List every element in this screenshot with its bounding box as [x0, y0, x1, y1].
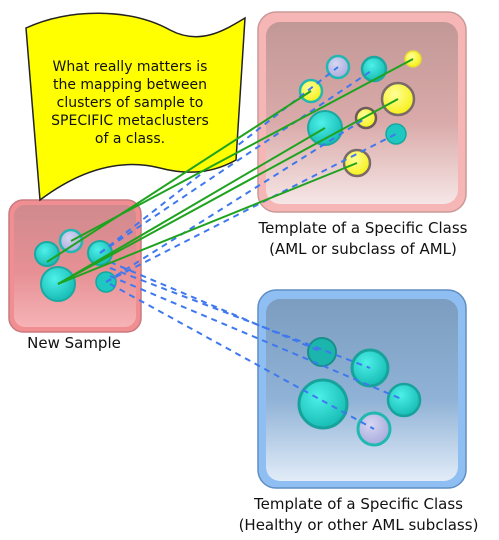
template-other-clusters	[297, 337, 422, 447]
note-text: What really matters is the mapping betwe…	[30, 58, 230, 148]
cluster-yellow-ring	[354, 106, 378, 130]
cluster-teal-dark	[307, 337, 337, 367]
note-line: the mapping between	[52, 77, 208, 93]
new-sample-box	[8, 199, 142, 333]
note-line: What really matters is	[52, 59, 208, 75]
template-specific-label-line1: Template of a Specific Class	[258, 219, 468, 237]
template-specific-label-line2: (AML or subclass of AML)	[269, 240, 457, 258]
new-sample-label: New Sample	[27, 334, 121, 352]
cluster-teal-xlarge	[297, 378, 349, 430]
sample-cluster-teal-a	[34, 241, 60, 267]
template-other-label-line1: Template of a Specific Class	[253, 495, 463, 513]
match-lines	[46, 58, 414, 285]
template-specific-label: Template of a Specific Class (AML or sub…	[232, 218, 494, 260]
template-other-label-line2: (Healthy or other AML subclass)	[238, 516, 479, 534]
note-line: clusters of sample to	[56, 95, 204, 111]
cluster-teal-top	[360, 55, 388, 83]
cluster-teal-large	[307, 110, 343, 146]
template-other-box	[257, 289, 467, 489]
cluster-teal-small	[385, 123, 407, 145]
mismatch-lines	[99, 66, 405, 430]
template-other-label: Template of a Specific Class (Healthy or…	[218, 494, 499, 536]
note-line: SPECIFIC metaclusters	[51, 113, 209, 129]
note-banner	[25, 12, 246, 202]
note-line: of a class.	[94, 131, 166, 147]
